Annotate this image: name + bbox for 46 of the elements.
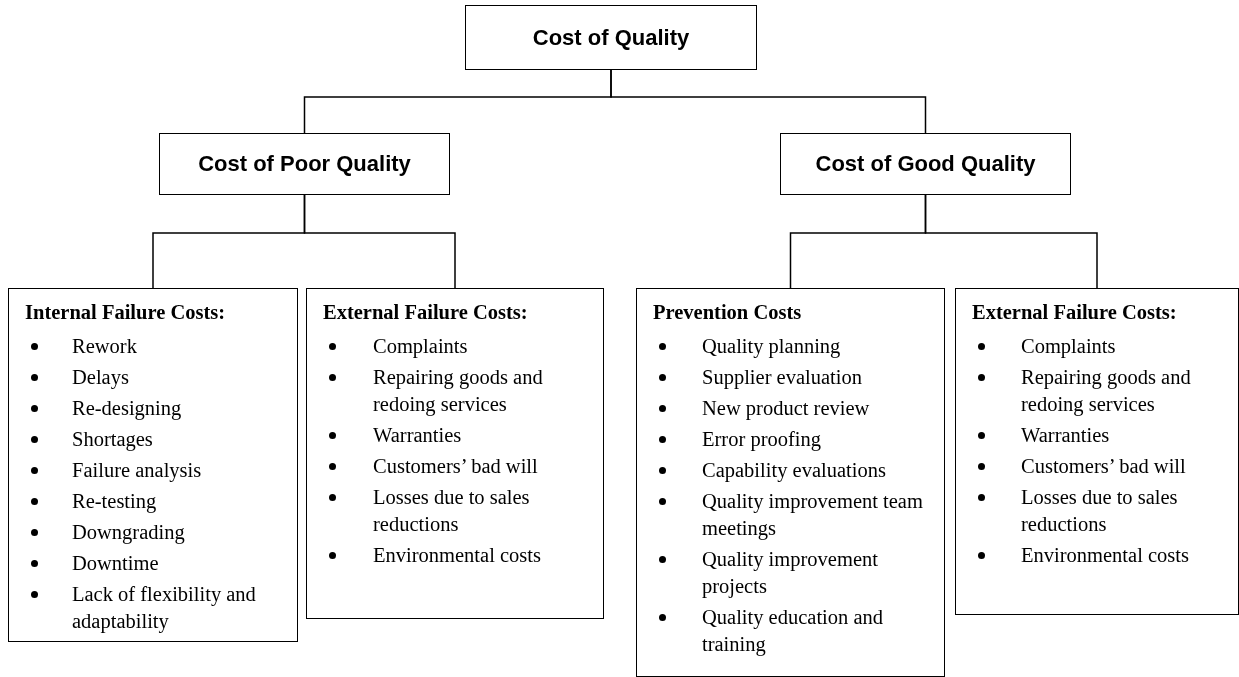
list-item: Quality improvement team meetings [702,489,924,542]
list-item: Failure analysis [72,458,203,484]
list-item: New product review [702,396,871,422]
list-item: Customers’ bad will [1021,454,1187,479]
category-box [780,133,1071,195]
list-item: Re-testing [72,489,158,515]
list-item: Rework [72,334,138,359]
connector-line [924,194,1098,289]
list-item: Downtime [72,551,160,576]
list-item: Customers’ bad will [373,454,539,479]
list-item: Delays [72,365,130,391]
list-item: Warranties [1021,423,1111,448]
list-heading: External Failure Costs: [323,301,528,324]
list-item: Losses due to sales reductions [373,485,531,537]
list-item: Quality education and training [702,605,885,658]
category-box [159,133,450,195]
category-title: Cost of Good Quality [815,151,1036,177]
list-heading: Prevention Costs [653,301,802,324]
list-item: Complaints [1021,334,1117,360]
connector-line [610,69,927,134]
category-title: Cost of Poor Quality [198,151,411,177]
list-item: Quality planning [702,334,842,360]
list-item: Re-designing [72,396,183,422]
list-item: Supplier evaluation [702,365,863,391]
list-item: Repairing goods and redoing services [1021,365,1192,418]
list-item: Environmental costs [373,543,542,568]
list-item: Downgrading [72,520,186,546]
list-item: Losses due to sales reductions [1021,485,1179,537]
list-item: Quality improvement projects [702,547,879,600]
list-item: Shortages [72,427,154,453]
connector-line [303,194,456,289]
list-item: Warranties [373,423,463,448]
list-item: Complaints [373,334,469,360]
cost-list-box [8,288,298,642]
list-heading: Internal Failure Costs: [25,301,226,324]
list-heading: External Failure Costs: [972,301,1177,324]
list-item: Error proofing [702,427,822,453]
category-title: Cost of Quality [532,24,690,51]
cost-list-box [636,288,945,677]
cost-list-box [955,288,1239,615]
category-box [465,5,757,70]
list-item: Lack of flexibility and adaptability [72,582,257,635]
list-item: Repairing goods and redoing services [373,365,544,418]
list-item: Capability evaluations [702,458,887,484]
cost-list-box [306,288,604,619]
list-item: Environmental costs [1021,543,1190,568]
